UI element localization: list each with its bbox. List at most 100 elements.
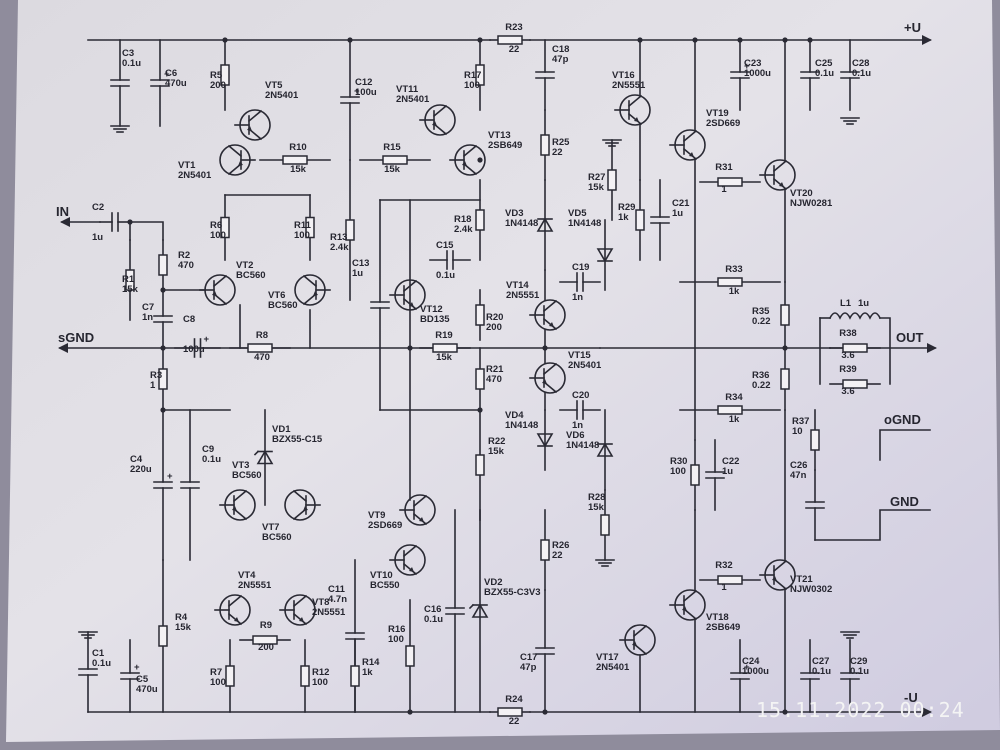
transistor-vt6-ref: VT6 [268, 290, 285, 301]
resistor-r22-ref: R22 [488, 436, 505, 447]
transistor-vt13-part: 2SB649 [488, 140, 522, 151]
transistor-vt14 [529, 299, 566, 331]
resistor-r19-value: 15k [436, 352, 453, 363]
resistor-r3-ref: R3 [150, 370, 162, 381]
resistor-r30-value: 100 [670, 466, 686, 477]
transistor-vt10 [389, 544, 426, 576]
resistor-r20-ref: R20 [486, 312, 503, 323]
resistor-r17-value: 100 [464, 80, 480, 91]
capacitor-c22-value: 1u [722, 466, 733, 477]
resistor-r23 [489, 35, 531, 45]
resistor-r12-value: 100 [312, 677, 328, 688]
resistor-r28 [600, 489, 610, 561]
resistor-r38-value: 3.6 [841, 350, 854, 361]
capacitor-c13-ref: C13 [352, 258, 369, 269]
resistor-r32-ref: R32 [715, 560, 732, 571]
resistor-r27-ref: R27 [588, 172, 605, 183]
capacitor-c23-value: 1000u [744, 68, 771, 79]
resistor-r39-value: 3.6 [841, 386, 854, 397]
capacitor-c24 [730, 639, 750, 713]
transistor-vt17-ref: VT17 [596, 652, 619, 663]
transistor-vt3-ref: VT3 [232, 460, 249, 471]
resistor-r11 [305, 194, 315, 261]
resistor-r20 [475, 289, 485, 341]
capacitor-c17-ref: C17 [520, 652, 537, 663]
resistor-r23-ref: R23 [505, 22, 522, 33]
capacitor-c20 [559, 400, 601, 420]
net-label-positive-rail: +U [904, 20, 921, 35]
capacitor-c29 [840, 639, 860, 713]
junction-dot [782, 37, 788, 43]
arrow-icon [60, 217, 70, 227]
resistor-r18-ref: R18 [454, 214, 471, 225]
resistor-r13-ref: R13 [330, 232, 347, 243]
resistor-r35-ref: R35 [752, 306, 770, 317]
diode-vd4 [536, 409, 554, 471]
transistor-vt15-ref: VT15 [568, 350, 591, 361]
resistor-r13 [345, 159, 355, 301]
resistor-r17-ref: R17 [464, 70, 481, 81]
capacitor-c4 [153, 409, 173, 561]
paper-sheet [6, 0, 1000, 742]
resistor-r7 [225, 639, 235, 713]
resistor-r1-ref: R1 [122, 274, 135, 285]
resistor-r5-ref: R5 [210, 70, 223, 81]
transistor-vt13 [449, 144, 486, 176]
ground-symbol [840, 631, 860, 639]
ground-symbol [595, 559, 615, 567]
transistor-vt6-part: BC560 [268, 300, 298, 311]
resistor-r19 [419, 343, 471, 353]
capacitor-c6-value: 470u [165, 78, 187, 89]
resistor-r6-value: 100 [210, 230, 226, 241]
diode-vd4-ref: VD4 [505, 410, 524, 421]
diode-vd4-part: 1N4148 [505, 420, 538, 431]
capacitor-c19 [559, 272, 601, 292]
capacitor-c21-value: 1u [672, 208, 683, 219]
capacitor-c28-value: 0.1u [852, 68, 871, 79]
capacitor-c6 [150, 39, 170, 127]
resistor-r14 [350, 639, 360, 713]
capacitor-c1-ref: C1 [92, 648, 105, 659]
diode-vd1-part: BZX55-C15 [272, 434, 323, 445]
transistor-vt7 [284, 489, 321, 521]
diode-vd2-ref: VD2 [484, 577, 502, 588]
resistor-r26 [540, 509, 550, 591]
capacitor-c16 [445, 509, 465, 713]
capacitor-c17-value: 47p [520, 662, 537, 673]
transistor-vt15 [529, 362, 566, 394]
resistor-r21 [475, 347, 485, 411]
resistor-r5-value: 200 [210, 80, 226, 91]
resistor-r16 [405, 599, 415, 713]
transistor-vt18-part: 2SB649 [706, 622, 740, 633]
capacitor-c22-ref: C22 [722, 456, 739, 467]
arrow-icon [927, 343, 937, 353]
capacitor-c25-value: 0.1u [815, 68, 834, 79]
net-label-output: OUT [896, 330, 924, 345]
capacitor-c24-ref: C24 [742, 656, 760, 667]
transistor-vt17-part: 2N5401 [596, 662, 630, 673]
resistor-r2-ref: R2 [178, 250, 190, 261]
transistor-vt5-ref: VT5 [265, 80, 283, 91]
resistor-r18 [475, 179, 485, 261]
capacitor-c17 [535, 589, 555, 713]
diode-vd5-ref: VD5 [568, 208, 587, 219]
resistor-r21-value: 470 [486, 374, 502, 385]
capacitor-c16-ref: C16 [424, 604, 441, 615]
transistor-vt3 [219, 489, 256, 521]
capacitor-c20-ref: C20 [572, 390, 589, 401]
diode-vd6 [596, 409, 614, 491]
capacitor-c24-polarity: + [744, 662, 750, 673]
resistor-r3 [158, 347, 168, 411]
resistor-r29-value: 1k [618, 212, 629, 223]
diode-vd3 [536, 179, 554, 271]
transistor-vt19-part: 2SD669 [706, 118, 740, 129]
diode-vd1-ref: VD1 [272, 424, 291, 435]
resistor-r24 [489, 707, 531, 717]
transistor-vt6 [294, 274, 331, 306]
capacitor-c15 [429, 250, 471, 270]
capacitor-c3-value: 0.1u [122, 58, 141, 69]
capacitor-c4-value: 220u [130, 464, 152, 475]
transistor-vt19 [669, 129, 706, 161]
